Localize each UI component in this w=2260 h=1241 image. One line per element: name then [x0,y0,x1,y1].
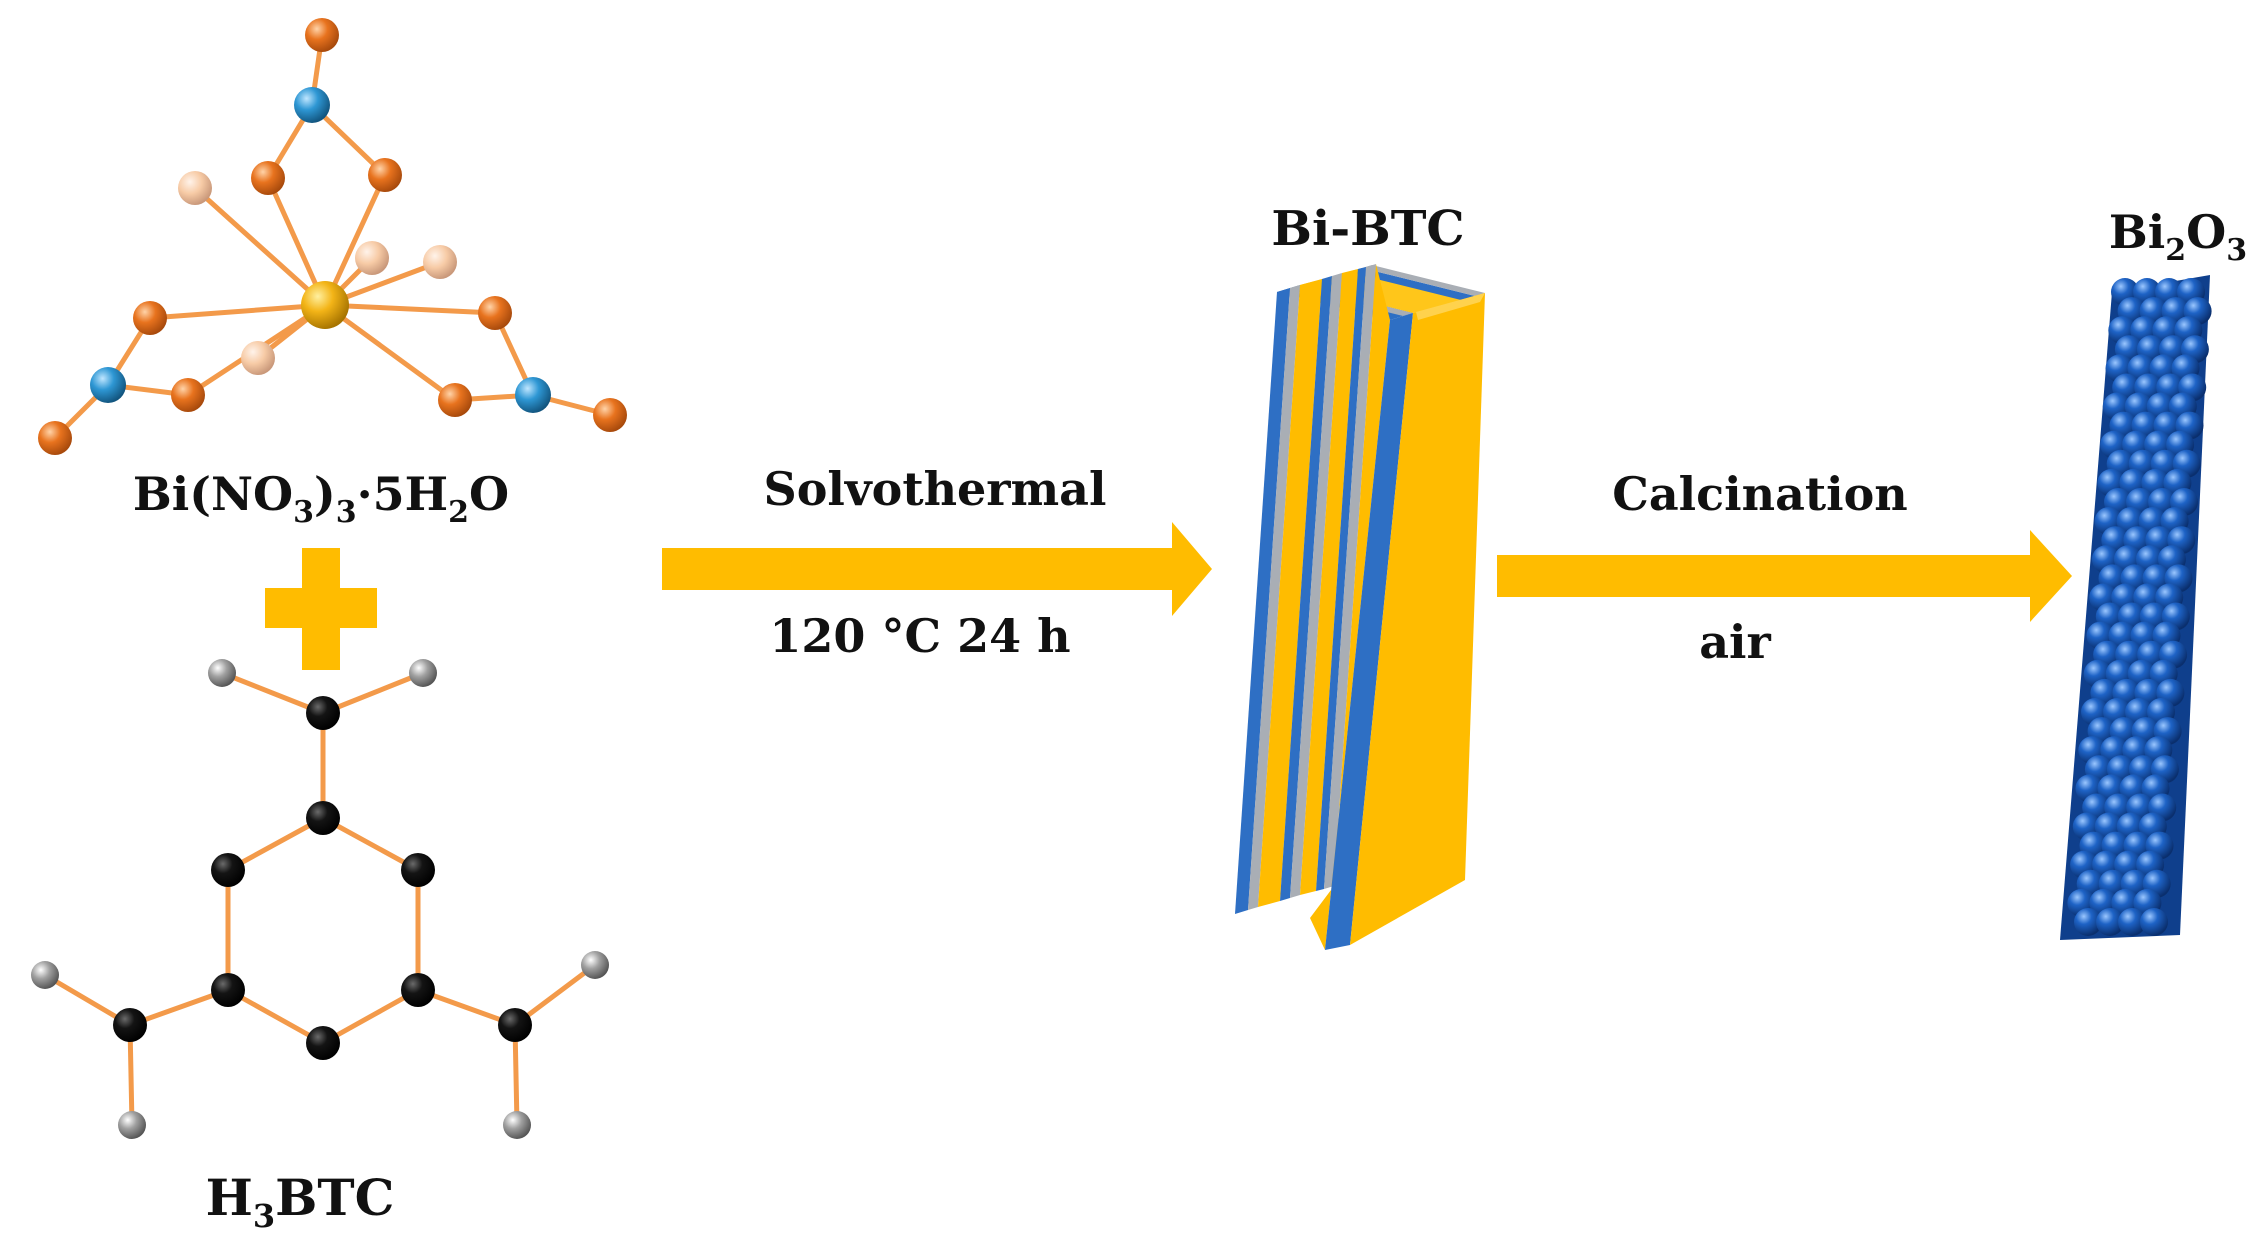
rod-sphere [2096,908,2124,936]
rod-sphere [2074,908,2102,936]
step2-method-label: Calcination [1612,467,1907,521]
step1-condition-label: 120 °C 24 h [769,609,1070,663]
rod-sphere [2118,908,2146,936]
arrow-right-icon [662,522,1212,616]
bi-btc-layered-block [1235,264,1485,950]
step1-method-label: Solvothermal [764,462,1107,516]
rod-sphere [2140,908,2168,936]
bi2o3-label: Bi2O3 [2109,205,2247,268]
bi-nitrate-molecule [52,32,613,441]
h3btc-label: H3BTC [206,1168,395,1235]
h3btc-molecule [42,670,598,1128]
bi-btc-label: Bi-BTC [1271,201,1464,257]
plus-icon [265,548,377,670]
arrow-right-icon [1497,530,2072,622]
h3btc-atoms [31,659,609,1139]
step2-condition-label: air [1699,615,1771,669]
bi2o3-nanorod [2060,275,2212,940]
bi-nitrate-label: Bi(NO3)3·5H2O [133,467,509,530]
bi-nitrate-atoms [38,18,627,455]
